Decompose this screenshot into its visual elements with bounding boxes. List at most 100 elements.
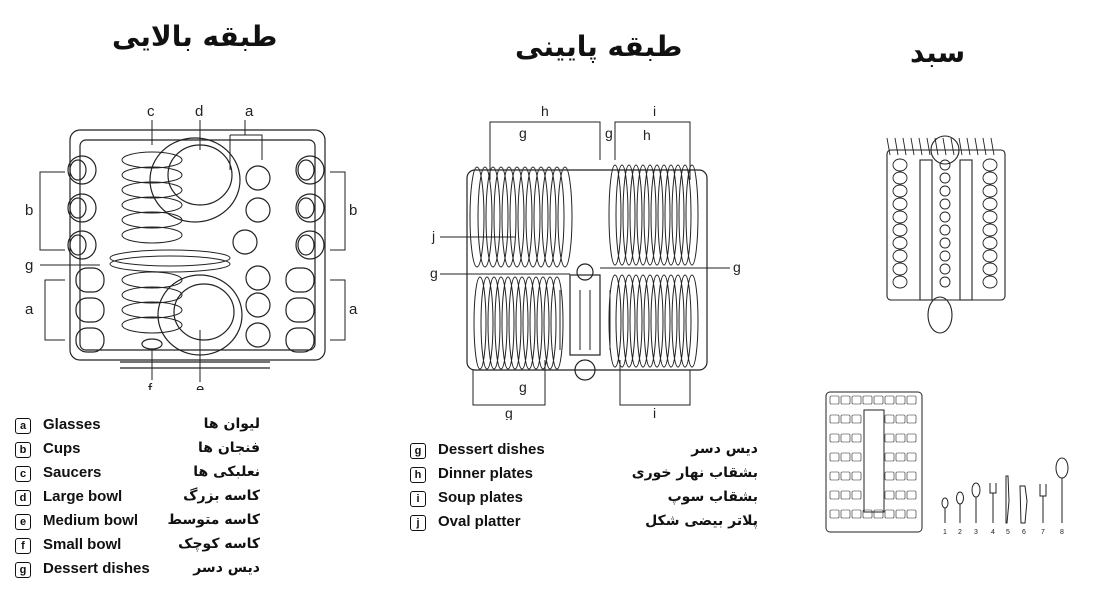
tray-slot [862, 395, 873, 405]
upper-callout-g: g [25, 257, 33, 274]
legend-key: j [410, 515, 426, 531]
tray-slot [895, 395, 906, 405]
legend-fa: کاسه متوسط [167, 512, 260, 528]
cup-rim [297, 197, 315, 219]
cutlery-5 [1005, 475, 1010, 524]
upper-rack-title: طبقه بالایی [112, 20, 278, 53]
large-bowl [149, 137, 241, 223]
plate [671, 164, 685, 266]
plate [529, 276, 543, 370]
plate [636, 274, 650, 368]
tray-slot [906, 414, 917, 424]
tray-slot [840, 490, 851, 500]
plate [549, 166, 565, 268]
upper-callout-b-left: b [25, 202, 33, 219]
tray-slot [840, 471, 851, 481]
cup-rim [69, 159, 87, 181]
glass [285, 267, 315, 293]
basket-spoon [892, 262, 908, 276]
tray-slot [884, 452, 895, 462]
plate [473, 276, 487, 370]
legend-key: e [15, 514, 31, 530]
glass [75, 297, 105, 323]
basket-handle [966, 137, 971, 156]
svg-text:7: 7 [1041, 529, 1045, 536]
tray-slot [884, 395, 895, 405]
cutlery-7 [1039, 484, 1047, 523]
plate [608, 164, 622, 266]
svg-text:2: 2 [958, 529, 962, 536]
plate [629, 164, 643, 266]
basket-spoon [939, 159, 951, 171]
tray-slot [829, 414, 840, 424]
plate [543, 276, 557, 370]
legend-en: Cups [43, 440, 81, 457]
plate [650, 164, 664, 266]
tray-slot [884, 509, 895, 519]
basket-spoon [982, 236, 998, 250]
plate [508, 276, 522, 370]
cup [245, 322, 271, 348]
cup-rim [297, 159, 315, 181]
basket-spoon [982, 275, 998, 289]
lower-callout-i-top: i [653, 103, 656, 119]
basket-handle [926, 137, 931, 156]
basket-spoon [982, 210, 998, 224]
cutlery-8 [1055, 457, 1069, 523]
tray-slot [895, 452, 906, 462]
glass [75, 267, 105, 293]
cutlery-holder [569, 263, 601, 381]
plate [501, 166, 517, 268]
legend-key: g [410, 443, 426, 459]
legend-en: Large bowl [43, 488, 123, 505]
tray-slot [829, 395, 840, 405]
plate [493, 166, 509, 268]
cup [295, 230, 325, 260]
cup [245, 292, 271, 318]
basket-spoon [892, 223, 908, 237]
tray-slot [895, 471, 906, 481]
legend-key: b [15, 442, 31, 458]
basket-spoon [892, 184, 908, 198]
plate [485, 166, 501, 268]
tray-slot [829, 471, 840, 481]
plate [664, 274, 678, 368]
legend-en: Glasses [43, 416, 101, 433]
legend-en: Soup plates [438, 489, 524, 506]
cup [67, 155, 97, 185]
basket-spoon [939, 198, 951, 210]
legend-fa: دیس دسر [193, 560, 260, 576]
legend-en: Medium bowl [43, 512, 138, 529]
tray-slot [840, 452, 851, 462]
tray-slot [851, 471, 862, 481]
legend-fa: بشقاب نهار خوری [631, 465, 758, 481]
plate [536, 276, 550, 370]
plate [636, 164, 650, 266]
cutlery-3 [971, 482, 981, 523]
lower-callout-g-top-left: g [519, 125, 527, 141]
cutlery-1 [941, 497, 949, 523]
plate [643, 164, 657, 266]
basket-spoon [892, 210, 908, 224]
basket-handle [886, 137, 891, 156]
plate [678, 164, 692, 266]
legend-en: Dinner plates [438, 465, 534, 482]
tray-slot [851, 490, 862, 500]
cup [245, 265, 271, 291]
upper-callout-d: d [195, 103, 203, 120]
legend-fa: پلاتر بیضی شکل [645, 513, 758, 529]
lower-rack-title: طبقه پایینی [515, 30, 683, 63]
plate [522, 276, 536, 370]
tray-slot [895, 490, 906, 500]
saucer-stack [121, 151, 183, 334]
upper-callout-a-left: a [25, 301, 34, 318]
upper-callout-f: f [148, 381, 153, 390]
plate [550, 276, 564, 370]
tray-slot [884, 490, 895, 500]
legend-row-e: e Medium bowl کاسه متوسط [15, 512, 275, 534]
